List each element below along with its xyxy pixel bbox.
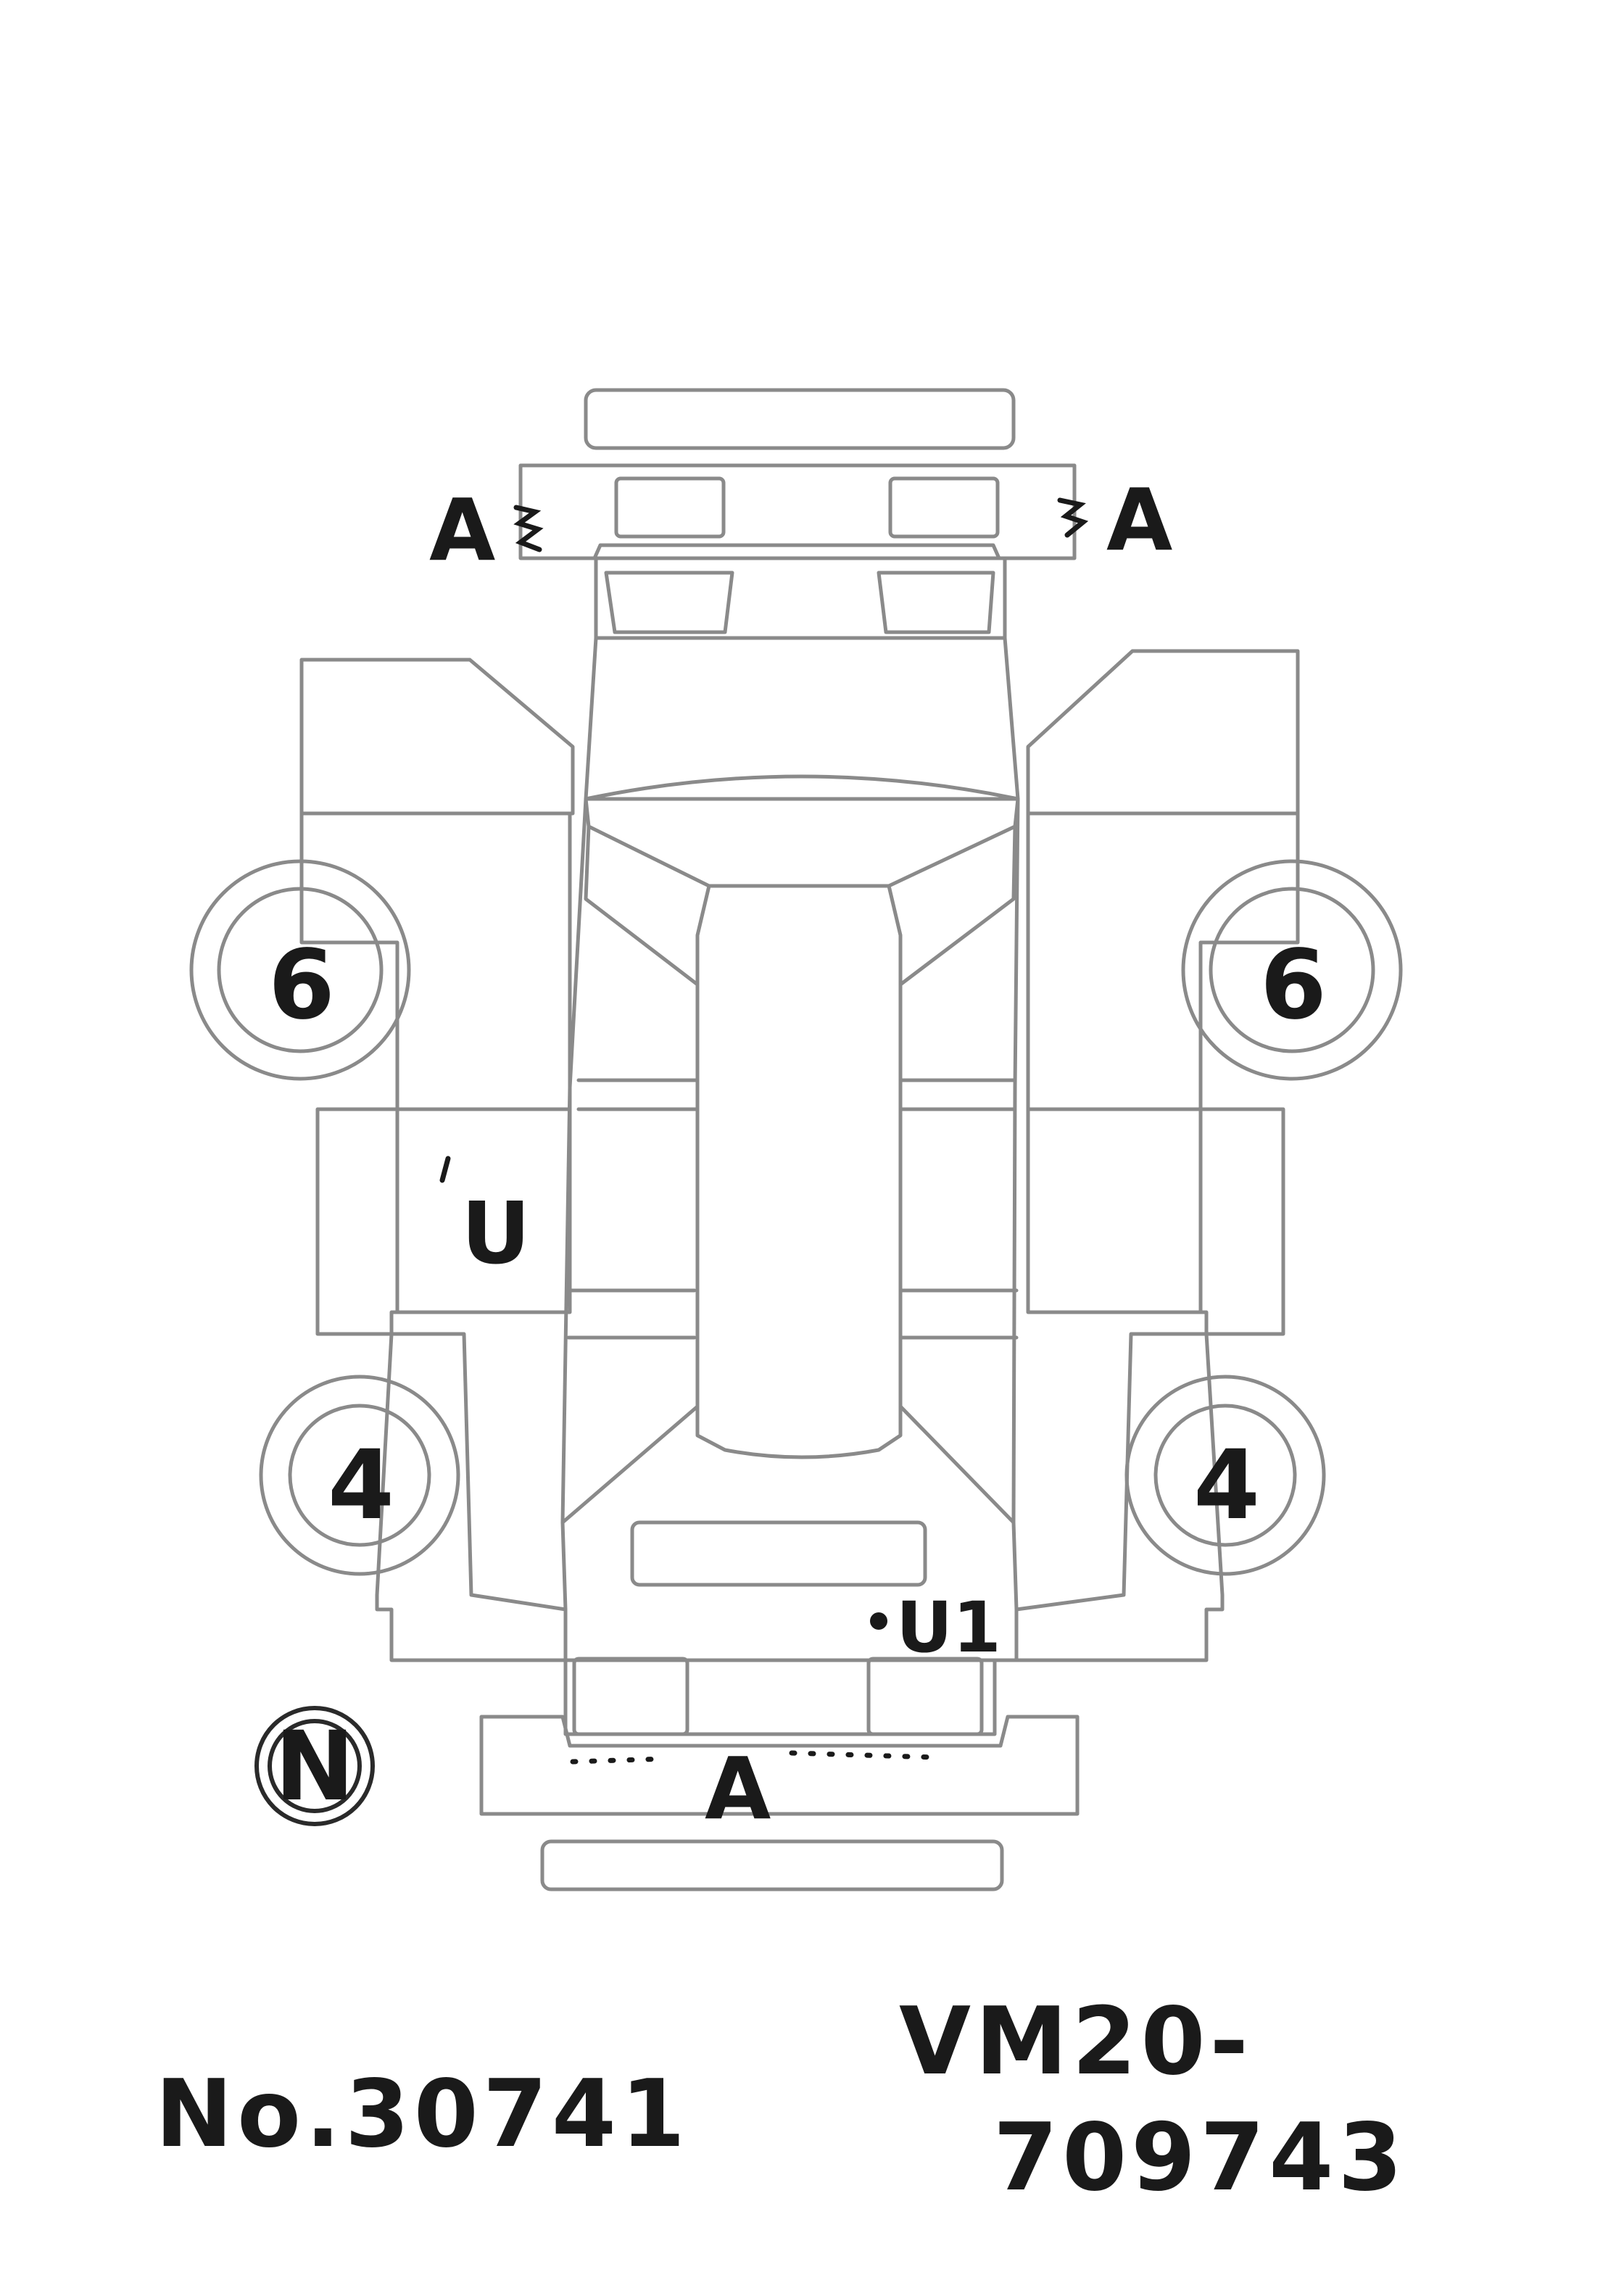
right-front-door bbox=[1026, 811, 1300, 1111]
chassis-number-line1: VM20- bbox=[899, 1988, 1253, 2096]
chassis-number-line2: 709743 bbox=[993, 2104, 1406, 2212]
overall-grade-inner-ring bbox=[268, 1719, 362, 1813]
front-bumper-panel bbox=[518, 463, 1077, 560]
right-rear-door bbox=[1026, 1107, 1285, 1336]
overall-grade-outer-ring bbox=[254, 1706, 375, 1826]
left-front-door bbox=[299, 811, 572, 1111]
hood-front-panel bbox=[594, 556, 1007, 640]
left-rear-quarter bbox=[375, 1332, 568, 1662]
stock-number: No.30741 bbox=[155, 2060, 689, 2168]
rear-panel bbox=[563, 1658, 997, 1736]
right-body-side bbox=[1011, 797, 1020, 1612]
right-a-pillar bbox=[898, 824, 1017, 987]
left-rear-pillar bbox=[560, 1404, 700, 1525]
windshield-curve bbox=[584, 774, 1020, 801]
overall-grade: N bbox=[254, 1706, 375, 1826]
front-right-wheel bbox=[1181, 859, 1403, 1081]
rear-bumper-dots-right bbox=[789, 1750, 938, 1760]
left-body-side bbox=[560, 797, 588, 1612]
rear-bumper-dots-left bbox=[570, 1756, 668, 1765]
front-right-squiggle bbox=[1057, 497, 1089, 538]
rear-plate-area bbox=[630, 1520, 927, 1587]
front-left-lamp bbox=[604, 571, 734, 634]
right-b-pillar bbox=[900, 1078, 1016, 1111]
rear-right-wheel bbox=[1124, 1375, 1326, 1576]
right-front-fender bbox=[1026, 649, 1300, 816]
rear-left-wheel bbox=[259, 1375, 460, 1576]
front-left-wheel bbox=[189, 859, 411, 1081]
rear-right-lamp bbox=[866, 1657, 984, 1736]
front-left-squiggle bbox=[513, 505, 544, 552]
roof-panel bbox=[584, 797, 1020, 888]
grade-front-right: 6 bbox=[1260, 929, 1327, 1041]
grade-rear-right: 4 bbox=[1193, 1430, 1260, 1541]
left-rear-door-mark: U bbox=[461, 1183, 531, 1283]
rear-quarter-dot bbox=[870, 1612, 887, 1630]
grade-front-left: 6 bbox=[268, 929, 335, 1041]
front-left-headlight bbox=[614, 476, 726, 539]
left-door-tick bbox=[439, 1156, 451, 1183]
damage-marks: A A U U1 A bbox=[429, 470, 1172, 1839]
front-right-headlight bbox=[888, 476, 1000, 539]
car-diagram bbox=[189, 388, 1403, 1891]
front-right-lamp bbox=[877, 571, 995, 634]
wheel-grades: 6 6 4 4 bbox=[268, 929, 1327, 1541]
cabin-roof bbox=[695, 884, 903, 1459]
rear-edge-strip bbox=[540, 1839, 1004, 1891]
left-a-pillar bbox=[584, 824, 700, 987]
left-c-pillar bbox=[566, 1288, 697, 1340]
left-rear-door bbox=[315, 1107, 572, 1336]
front-edge-strip bbox=[584, 388, 1016, 450]
footer: No.30741 VM20- 709743 bbox=[155, 1988, 1406, 2212]
left-front-fender bbox=[299, 658, 575, 816]
overall-grade-value: N bbox=[275, 1711, 355, 1823]
grade-rear-left: 4 bbox=[328, 1430, 394, 1541]
right-rear-pillar bbox=[898, 1404, 1016, 1525]
rear-quarter-right-mark: U1 bbox=[896, 1587, 1001, 1668]
rear-left-lamp bbox=[572, 1657, 689, 1736]
left-b-pillar bbox=[576, 1078, 698, 1111]
front-bumper-left-mark: A bbox=[429, 480, 495, 580]
trunk-lid bbox=[563, 1607, 1019, 1662]
front-bumper-right-mark: A bbox=[1106, 470, 1172, 570]
right-c-pillar bbox=[900, 1288, 1019, 1340]
rear-bumper-panel bbox=[479, 1715, 1080, 1816]
rear-bumper-mark: A bbox=[705, 1738, 771, 1839]
